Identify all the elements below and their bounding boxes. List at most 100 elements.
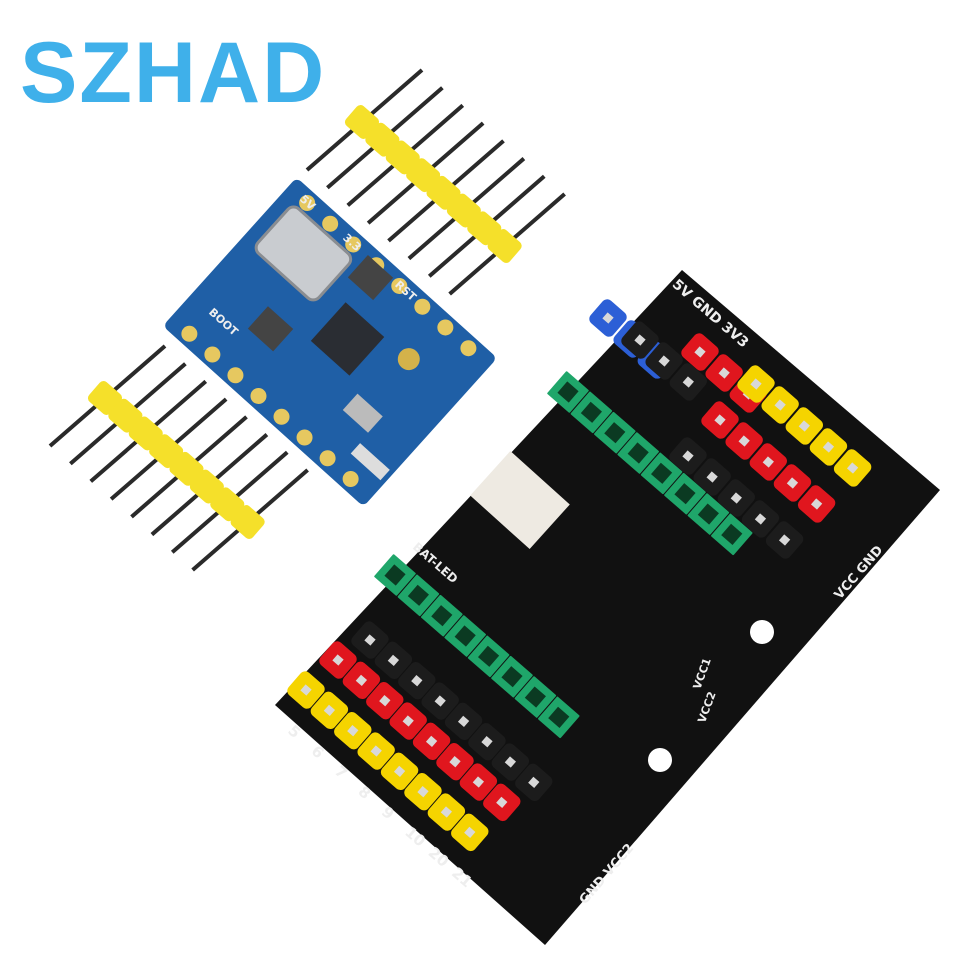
female-socket [421, 594, 463, 637]
expansion-board: 5V GND 3V3 VCC GND GND VCC2 BAT-LED VCC1… [275, 270, 940, 945]
header-pin-gnd [669, 363, 707, 401]
castellated-pad [319, 450, 336, 467]
female-socket [491, 655, 533, 698]
header-plastic [169, 451, 204, 486]
header-pin-gnd [765, 521, 804, 559]
header-pin-vcc [705, 354, 743, 392]
castellated-pad [227, 367, 244, 384]
header-plastic [385, 140, 420, 175]
header-pin-gnd [468, 722, 506, 761]
castellated-pad [414, 298, 431, 315]
female-socket [640, 452, 683, 495]
header-pin-vcc [389, 702, 427, 740]
header-pin-vcc [319, 641, 357, 679]
castellated-pad [204, 346, 221, 363]
pin-label: 7 [331, 762, 351, 782]
female-socket [711, 513, 753, 556]
header-pin-vcc [749, 443, 787, 481]
header-pin-signal [334, 711, 372, 750]
pin-label: 5 [284, 721, 304, 741]
reset-button[interactable] [347, 255, 394, 301]
boot-button[interactable] [247, 306, 294, 352]
header-pin-gnd [693, 458, 731, 496]
header-plastic [210, 487, 245, 522]
header-plastic [108, 398, 143, 433]
female-socket [538, 696, 580, 739]
header-pin-gnd [351, 621, 389, 659]
header-plastic [487, 229, 522, 263]
castellated-pad [181, 325, 198, 342]
pin-header-bottom [48, 344, 309, 572]
female-socket [514, 676, 557, 718]
header-pin-vcc [773, 464, 812, 502]
header-pin-gnd [491, 743, 530, 781]
header-plastic [149, 434, 184, 469]
castellated-pad [299, 194, 316, 211]
header-pin-signal [404, 772, 442, 811]
castellated-pad [460, 340, 477, 357]
female-socket [687, 493, 730, 535]
header-plastic [365, 122, 400, 157]
female-socket [664, 472, 706, 515]
header-pin-vcc [436, 742, 474, 781]
castellated-pad [437, 319, 454, 336]
brand-logo: SZHAD [20, 25, 327, 121]
header-plastic [230, 505, 265, 539]
header-pin-gnd [669, 437, 707, 475]
header-pin-gnd [374, 641, 413, 680]
header-pin-vcc [701, 401, 739, 439]
antenna-connector [397, 348, 420, 371]
header-pin-gnd [421, 682, 459, 720]
header-plastic [426, 175, 461, 210]
female-socket [374, 554, 416, 596]
jst-battery-connector [470, 450, 570, 550]
header-pin-vcc [342, 661, 381, 700]
header-pin-vcc [725, 422, 763, 460]
pin-label: 8 [355, 782, 375, 802]
header-plastic [406, 158, 441, 193]
header-pin-gnd [515, 763, 553, 802]
header-pin-gnd [398, 661, 436, 700]
header-plastic [87, 381, 123, 415]
header-pin-vcc [483, 783, 521, 822]
mounting-hole [648, 748, 672, 772]
header-pin-signal [310, 691, 349, 730]
header-plastic [344, 105, 380, 139]
esp32-c3-dev-board: 5V 3.3 RST BOOT [165, 179, 495, 505]
female-socket [467, 635, 510, 678]
header-pin-gnd [621, 321, 659, 359]
female-socket [617, 432, 659, 474]
esp32-chip [310, 302, 385, 376]
usb-c-connector [254, 205, 353, 302]
header-pin-vcc [459, 763, 498, 801]
castellated-pad [273, 408, 290, 425]
header-plastic [446, 193, 481, 228]
header-pin-gnd [645, 342, 683, 380]
header-pin-gnd [741, 500, 780, 538]
header-pin-signal [451, 813, 489, 852]
header-pin-vcc [797, 485, 836, 523]
header-pin-signal [737, 365, 775, 403]
header-plastic [128, 416, 163, 451]
header-pin-gnd [444, 702, 483, 741]
header-pin-signal [809, 428, 848, 466]
ceramic-antenna [350, 443, 390, 481]
header-pin-vcc [412, 722, 451, 761]
castellated-pad [296, 429, 313, 446]
pin-header-top [305, 68, 566, 296]
female-socket [594, 411, 636, 454]
header-plastic [467, 211, 502, 246]
female-socket [397, 574, 440, 617]
mounting-hole [750, 620, 774, 644]
crystal [342, 393, 383, 433]
castellated-pad [250, 388, 267, 405]
castellated-pad [345, 236, 362, 253]
header-pin-signal [427, 793, 466, 831]
header-pin-5v [589, 299, 627, 337]
header-pin-gnd [717, 479, 755, 517]
castellated-pad [342, 470, 359, 487]
header-pin-vcc [366, 681, 404, 720]
pin-label: 9 [378, 803, 398, 823]
